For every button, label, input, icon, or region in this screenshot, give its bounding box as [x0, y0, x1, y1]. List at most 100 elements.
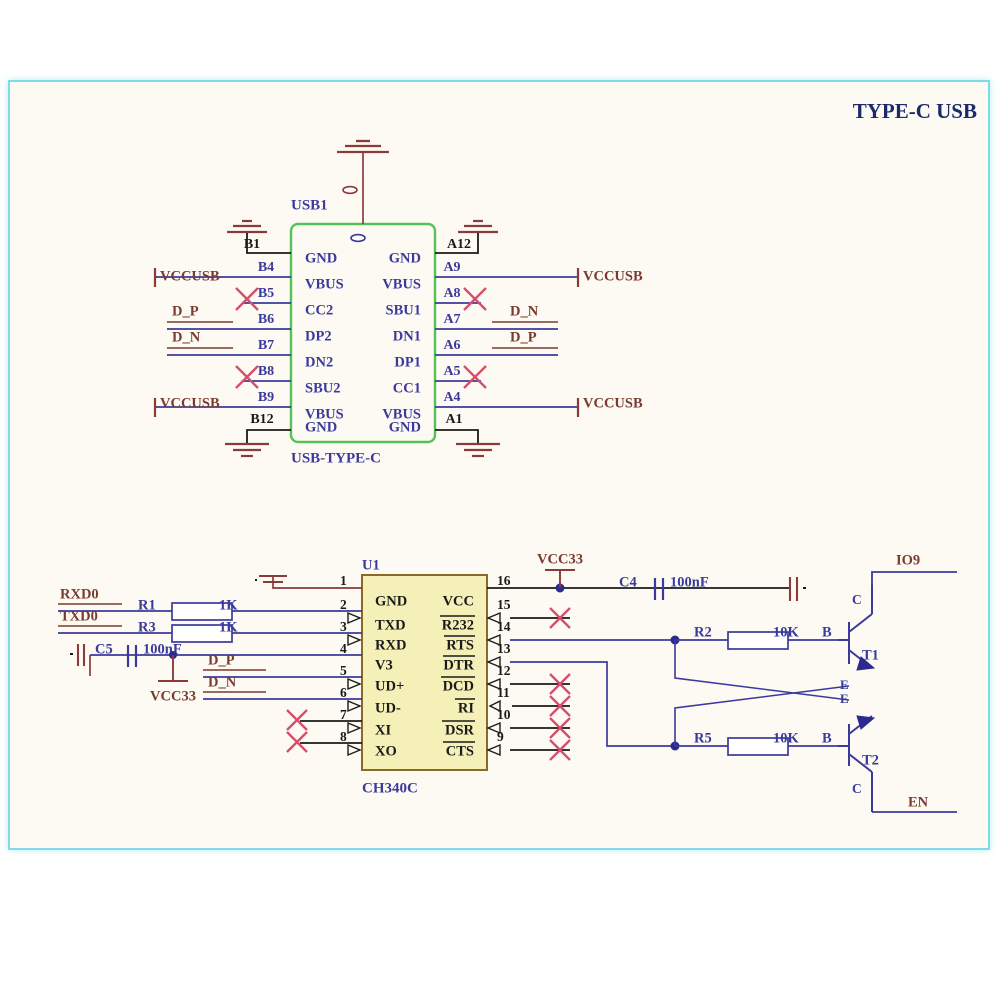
usb-pin-num-B12: B12: [250, 412, 273, 427]
usb-pin-num-A4: A4: [443, 390, 460, 405]
ch340c-pin-name-1: GND: [375, 593, 407, 609]
usb-refdes: USB1: [291, 197, 328, 213]
ch340c-pin-num-12: 12: [497, 663, 511, 678]
ch340c-pin-name-4: V3: [375, 657, 393, 673]
wire-u1-p13: [510, 661, 675, 747]
ch340c-pin-num-11: 11: [497, 685, 510, 700]
net-label-d_n-u1: D_N: [208, 674, 237, 690]
usb-pin-num-A6: A6: [443, 338, 460, 353]
ch340c-pin-num-16: 16: [497, 573, 511, 588]
transistor-T1-emitter-label: E: [840, 677, 849, 692]
usb-pin-name-right-5: CC1: [393, 380, 421, 396]
ch340c-pin-name-3: RXD: [375, 637, 406, 653]
ch340c-part-name: CH340C: [362, 780, 418, 796]
capacitor-C5-refdes: C5: [95, 641, 113, 657]
usb-pin-name-left-4: DN2: [305, 354, 333, 370]
ch340c-group: U1 CH340C GND TXD RXD V3 UD+ UD- XI XO V…: [58, 551, 806, 796]
usb-pin-num-A7: A7: [443, 312, 460, 327]
nc-cross-a8: [463, 287, 487, 311]
usb-pin-name-right-0: GND: [389, 250, 421, 266]
usb-pin-name-right-4: DP1: [394, 354, 421, 370]
ch340c-pin-name-15: R232: [442, 617, 474, 633]
ch340c-pin-name-9: CTS: [446, 743, 474, 759]
net-label-d_n-left: D_N: [172, 329, 201, 345]
ch340c-pin-num-1: 1: [340, 573, 347, 588]
ch340c-body: [361, 574, 488, 771]
usb-pin-name-right-2: SBU1: [386, 302, 421, 318]
resistor-R2-value: 10K: [773, 624, 800, 640]
usb-pin-name-left-3: DP2: [305, 328, 332, 344]
transistor-T1-collector-label: C: [852, 592, 862, 607]
resistor-R5-refdes: R5: [694, 730, 712, 746]
usb-pin-num-B7: B7: [258, 338, 274, 353]
net-label-vcc33-right: VCC33: [537, 551, 583, 567]
net-label-vcc33-left: VCC33: [150, 688, 196, 704]
wire-usb-a1: [435, 429, 479, 444]
net-label-d_p-left: D_P: [172, 303, 199, 319]
ch340c-pin-name-14: RTS: [446, 637, 474, 653]
resistor-R1-value: 1K: [219, 597, 238, 613]
usb-pin-num-A9: A9: [443, 260, 460, 275]
nc-cross-u1-p10: [549, 717, 571, 739]
nc-cross-u1-p7: [286, 709, 308, 731]
usb-pin-name-right-3: DN1: [393, 328, 421, 344]
capacitor-C4-value: 100nF: [670, 574, 709, 590]
resistor-R2-refdes: R2: [694, 624, 712, 640]
usb-pin-name-right-6: VBUS: [382, 406, 421, 422]
ch340c-pin-name-16: VCC: [443, 593, 474, 609]
ch340c-pin-num-15: 15: [497, 597, 511, 612]
net-label-vccusb-right-1: VCCUSB: [583, 268, 643, 284]
usb-pin-num-A12: A12: [447, 237, 471, 252]
net-label-d_p-u1: D_P: [208, 652, 235, 668]
resistor-R3-refdes: R3: [138, 619, 156, 635]
wire-io9: [871, 571, 957, 585]
transistor-T2-base-label: B: [822, 730, 832, 746]
ground-symbol-c4: [788, 577, 799, 601]
nc-cross-b8: [235, 365, 259, 389]
usb-pin-num-B5: B5: [258, 286, 274, 301]
ch340c-pin-name-2: TXD: [375, 617, 406, 633]
ch340c-pin-name-7: XI: [375, 722, 391, 738]
ground-symbol-b12: [225, 442, 269, 458]
wire-usb-a12: [435, 232, 479, 254]
net-label-rxd0: RXD0: [60, 586, 99, 602]
ground-symbol-shield: [337, 139, 389, 154]
usb-pin-num-B1: B1: [244, 237, 260, 252]
nc-cross-u1-p15: [549, 607, 571, 629]
nc-cross-b5: [235, 287, 259, 311]
reset-transistor-group: R2 10K B R5 10K B E E: [670, 552, 957, 813]
usb-pin-num-B9: B9: [258, 390, 274, 405]
ground-symbol-a12: [458, 219, 498, 234]
ch340c-pin-num-8: 8: [340, 729, 347, 744]
net-label-txd0: TXD0: [60, 608, 98, 624]
usb-pin-num-B8: B8: [258, 364, 274, 379]
nc-cross-u1-p11: [549, 695, 571, 717]
resistor-R3-value: 1K: [219, 619, 238, 635]
net-label-vccusb-left-1: VCCUSB: [160, 268, 220, 284]
ch340c-pin-num-6: 6: [340, 685, 347, 700]
usb-pin-name-left-0: GND: [305, 250, 337, 266]
usb-pin-name-left-7: GND: [305, 419, 337, 435]
wire-usb-b1: [246, 232, 291, 254]
ch340c-pin-name-12: DCD: [443, 678, 474, 694]
transistor-T2-emitter-arrow: [856, 715, 876, 730]
ch340c-pin-num-9: 9: [497, 729, 504, 744]
usb-pin-num-B4: B4: [258, 260, 274, 275]
ch340c-pin-num-13: 13: [497, 641, 511, 656]
ch340c-pin-num-2: 2: [340, 597, 347, 612]
ch340c-pin-name-13: DTR: [443, 657, 474, 673]
usb-pin-num-B6: B6: [258, 312, 274, 327]
usb-pin-num-A5: A5: [443, 364, 460, 379]
transistor-T1-refdes: T1: [862, 647, 879, 663]
usb-part-name: USB-TYPE-C: [291, 450, 381, 466]
net-label-io9: IO9: [896, 552, 920, 568]
nc-cross-u1-p8: [286, 731, 308, 753]
usb-pin-num-A8: A8: [443, 286, 460, 301]
usb-pin-name-left-5: SBU2: [305, 380, 340, 396]
usb-connector-group: USB1 USB-TYPE-C GND VBUS CC2 DP2 DN2 SBU…: [153, 139, 643, 466]
ch340c-pin-num-3: 3: [340, 619, 347, 634]
transistor-T2-emitter-label: E: [840, 691, 849, 706]
ch340c-pin-num-7: 7: [340, 707, 347, 722]
usb-pin-name-right-7: GND: [389, 419, 421, 435]
capacitor-C4-refdes: C4: [619, 574, 637, 590]
